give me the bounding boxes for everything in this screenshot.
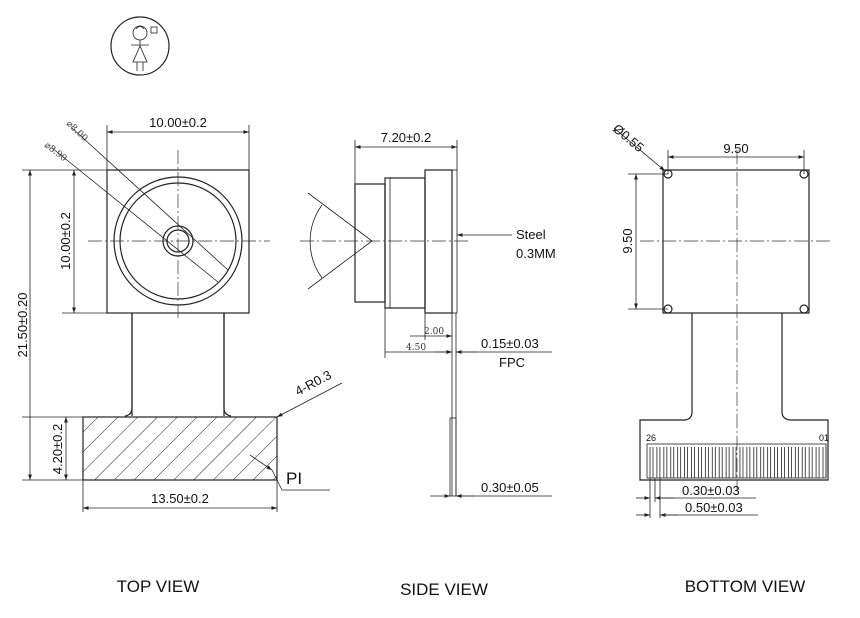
pi-label: PI: [286, 469, 302, 488]
pin-pitch-dim: 0.50±0.03: [685, 500, 743, 515]
side-view-caption: SIDE VIEW: [400, 580, 488, 599]
pin-first-label: 26: [646, 433, 656, 443]
lens-outer-dia: ⌀8.90: [42, 140, 68, 164]
top-width-dim: 10.00±0.2: [149, 115, 207, 130]
lens-offset-b: 4.50: [406, 343, 426, 353]
hole-dia-label: Ø0.55: [610, 121, 647, 155]
hole-spacing-y: 9.50: [620, 228, 635, 253]
bottom-body: [662, 169, 810, 314]
top-height-dim: 10.00±0.2: [58, 212, 73, 270]
pi-height-dim: 4.20±0.2: [50, 424, 65, 475]
lens-offset-a: 2.00: [424, 327, 444, 337]
lens-holder: [384, 177, 426, 309]
steel-thickness: 0.3MM: [516, 246, 556, 261]
mount-hole: [799, 304, 809, 314]
hole-spacing-x: 9.50: [723, 141, 748, 156]
fpc-label: FPC: [499, 355, 525, 370]
connector-pins: [646, 443, 827, 479]
top-view: 10.00±0.2 10.00±0.2 21.50±0.20 4.20±0.2 …: [15, 115, 343, 596]
side-width-dim: 7.20±0.2: [381, 130, 432, 145]
pi-width-dim: 13.50±0.2: [151, 491, 209, 506]
stiffener-thickness-dim: 0.30±0.05: [481, 480, 539, 495]
pi-stiffener: [83, 417, 277, 480]
fpc-thickness-dim: 0.15±0.03: [481, 336, 539, 351]
bottom-view-caption: BOTTOM VIEW: [685, 577, 806, 596]
steel-plate: [451, 169, 458, 314]
sensor-housing: [424, 169, 453, 314]
bottom-view: 26 01 9.50 9.50 Ø0.55 0.30±0.03 0.50±0.0…: [610, 121, 830, 596]
side-stiffener: [449, 417, 457, 497]
side-view: 7.20±0.2 Steel 0.3MM 2.00 4.50 0.15±0.03…: [300, 130, 556, 599]
girl-logo-icon: [110, 16, 170, 76]
total-length-dim: 21.50±0.20: [15, 293, 30, 358]
corner-radius-label: 4-R0.3: [292, 367, 334, 399]
top-view-caption: TOP VIEW: [117, 577, 200, 596]
pin-last-label: 01: [819, 433, 829, 443]
lens-inner-dia: ⌀8.00: [64, 119, 89, 144]
steel-label: Steel: [516, 227, 546, 242]
pin-width-dim: 0.30±0.03: [682, 483, 740, 498]
